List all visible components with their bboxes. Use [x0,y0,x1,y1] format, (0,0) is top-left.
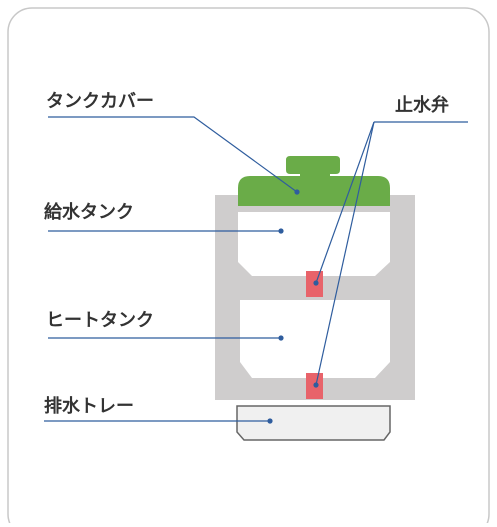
leader-dot-stop-valve-lower [313,382,319,388]
leader-dot-heat-tank [278,335,284,341]
label-stop-valve: 止水弁 [395,95,449,116]
leader-line-tank-cover [48,116,298,193]
leader-line-stop-valve-upper [315,121,375,284]
housing-body [215,195,415,400]
label-heat-tank: ヒートタンク [46,310,154,331]
leader-dot-drain-tray [267,418,273,424]
label-tank-cover: タンクカバー [46,91,154,112]
leader-dot-stop-valve-upper [313,280,319,286]
tank-cover [238,156,390,206]
drain-tray [236,405,391,441]
diagram-frame [7,7,490,527]
label-water-supply-tank: 給水タンク [44,202,134,223]
leader-dot-water-supply-tank [278,228,284,234]
label-drain-tray: 排水トレー [44,396,134,417]
leader-line-stop-valve-lower [315,121,375,386]
leader-dot-tank-cover [294,189,300,195]
